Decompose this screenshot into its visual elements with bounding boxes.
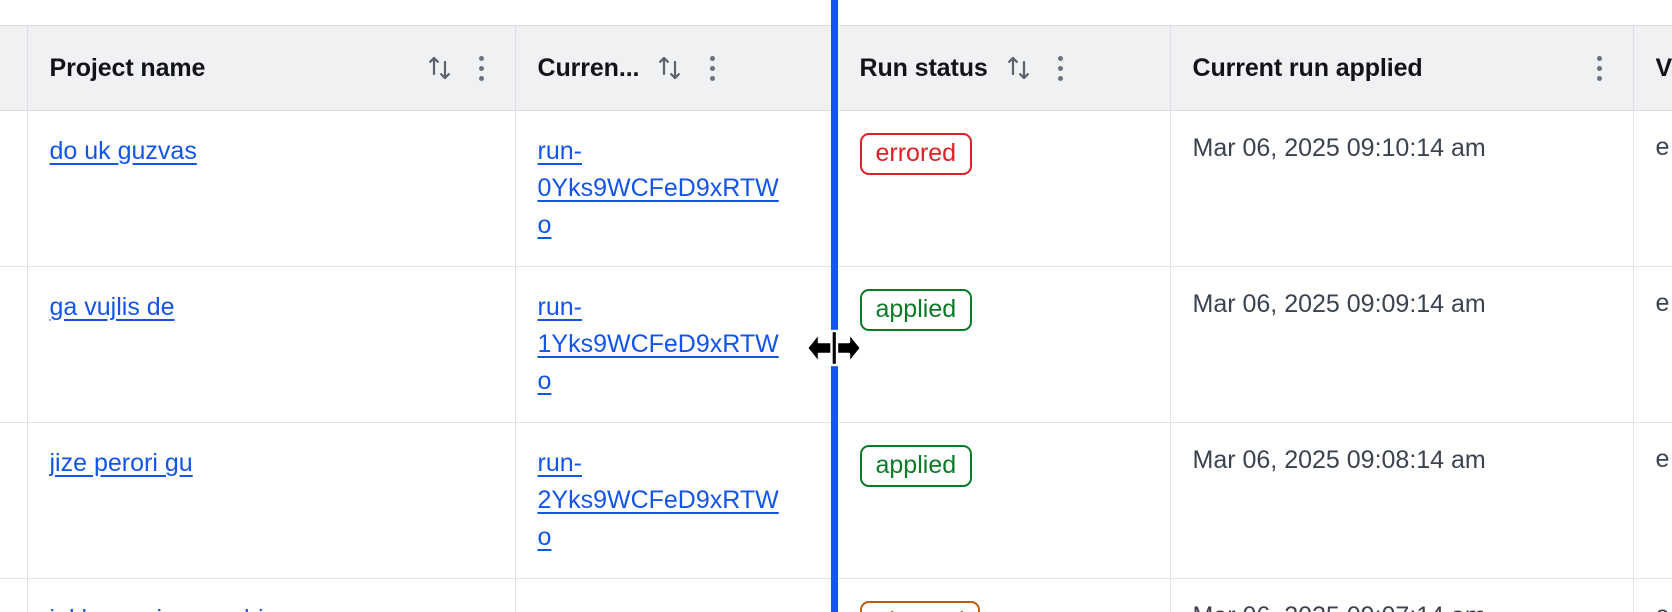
current-run-applied-text: Mar 06, 2025 09:10:14 am	[1192, 134, 1486, 162]
extra-text: e	[1655, 133, 1670, 161]
column-header-run-status[interactable]: Run status	[837, 25, 1171, 111]
projects-table: Project name	[0, 25, 1672, 612]
current-run-applied-text: Mar 06, 2025 09:09:14 am	[1192, 290, 1486, 318]
table-body: do uk guzvas run-0Yks9WCFeD9xRTWo errore…	[0, 110, 1672, 612]
project-name-link[interactable]: jokbopu vipsu umbi	[50, 605, 264, 612]
cell-current-run: run-3Yks9WCFeD9xRTWo	[515, 578, 838, 612]
column-menu-icon-current-run[interactable]	[701, 53, 723, 83]
column-header-project-name[interactable]: Project name	[27, 25, 516, 111]
row-select-cell[interactable]	[0, 110, 28, 267]
table-header: Project name	[0, 25, 1672, 111]
column-resize-divider[interactable]	[831, 0, 838, 612]
current-run-applied-text: Mar 06, 2025 09:07:14 am	[1193, 602, 1486, 612]
column-header-label-project-name: Project name	[49, 53, 206, 82]
cell-run-status: applied	[837, 266, 1171, 423]
current-run-applied-text: Mar 06, 2025 09:08:14 am	[1192, 446, 1486, 474]
sort-icon-run-status[interactable]	[1006, 53, 1032, 83]
cell-project-name: jize perori gu	[27, 422, 516, 579]
sort-icon-current-run[interactable]	[657, 53, 683, 83]
column-menu-icon-current-run-applied[interactable]	[1589, 53, 1611, 83]
cell-run-status: planned	[837, 578, 1171, 612]
column-header-current-run-applied[interactable]: Current run applied	[1170, 25, 1634, 111]
table-row[interactable]: ga vujlis de run-1Yks9WCFeD9xRTWo applie…	[0, 266, 1672, 423]
current-run-link[interactable]: run-2Yks9WCFeD9xRTWo	[537, 449, 779, 551]
cell-project-name: jokbopu vipsu umbi	[27, 578, 516, 612]
cell-extra: e	[1633, 110, 1672, 267]
row-select-cell[interactable]	[0, 422, 28, 579]
cell-project-name: do uk guzvas	[27, 110, 516, 267]
table-row[interactable]: do uk guzvas run-0Yks9WCFeD9xRTWo errore…	[0, 110, 1672, 267]
cell-run-status: applied	[837, 422, 1171, 579]
cell-current-run: run-1Yks9WCFeD9xRTWo	[515, 266, 838, 423]
status-badge: planned	[859, 601, 981, 612]
table-row[interactable]: jokbopu vipsu umbi run-3Yks9WCFeD9xRTWo …	[0, 578, 1672, 612]
cell-current-run-applied: Mar 06, 2025 09:07:14 am	[1170, 578, 1634, 612]
extra-text: e	[1655, 445, 1670, 473]
table-scroll-container[interactable]: Project name	[0, 25, 1672, 612]
row-select-cell[interactable]	[0, 266, 28, 423]
column-header-label-current-run: Curren...	[537, 53, 640, 82]
sort-icon-project-name[interactable]	[427, 53, 453, 83]
cell-current-run-applied: Mar 06, 2025 09:08:14 am	[1170, 422, 1634, 579]
project-name-link[interactable]: do uk guzvas	[49, 137, 197, 165]
status-badge: errored	[859, 133, 973, 176]
cell-run-status: errored	[837, 110, 1171, 267]
extra-text: e	[1655, 289, 1670, 317]
status-badge: applied	[859, 445, 973, 488]
table-row[interactable]: jize perori gu run-2Yks9WCFeD9xRTWo appl…	[0, 422, 1672, 579]
project-name-link[interactable]: jize perori gu	[49, 449, 193, 477]
column-header-current-run[interactable]: Curren...	[515, 25, 838, 111]
cell-current-run: run-2Yks9WCFeD9xRTWo	[515, 422, 838, 579]
column-header-select[interactable]	[0, 25, 28, 111]
cell-current-run: run-0Yks9WCFeD9xRTWo	[515, 110, 838, 267]
cell-extra: e	[1633, 422, 1672, 579]
current-run-link[interactable]: run-3Yks9WCFeD9xRTWo	[538, 601, 786, 612]
extra-text: e	[1656, 601, 1670, 612]
cell-project-name: ga vujlis de	[27, 266, 516, 423]
cell-current-run-applied: Mar 06, 2025 09:09:14 am	[1170, 266, 1634, 423]
status-badge: applied	[859, 289, 973, 332]
current-run-link[interactable]: run-1Yks9WCFeD9xRTWo	[537, 293, 779, 395]
header-row: Project name	[0, 25, 1672, 111]
column-header-extra[interactable]: V	[1633, 25, 1672, 111]
column-header-label-run-status: Run status	[859, 53, 988, 82]
column-header-label-extra: V	[1655, 53, 1672, 82]
cell-extra: e	[1633, 578, 1672, 612]
cell-extra: e	[1633, 266, 1672, 423]
project-name-link[interactable]: ga vujlis de	[49, 293, 175, 321]
column-header-label-current-run-applied: Current run applied	[1192, 53, 1423, 82]
row-select-cell[interactable]	[0, 578, 28, 612]
current-run-link[interactable]: run-0Yks9WCFeD9xRTWo	[537, 137, 779, 239]
column-menu-icon-project-name[interactable]	[471, 53, 493, 83]
column-menu-icon-run-status[interactable]	[1050, 53, 1072, 83]
cell-current-run-applied: Mar 06, 2025 09:10:14 am	[1170, 110, 1634, 267]
